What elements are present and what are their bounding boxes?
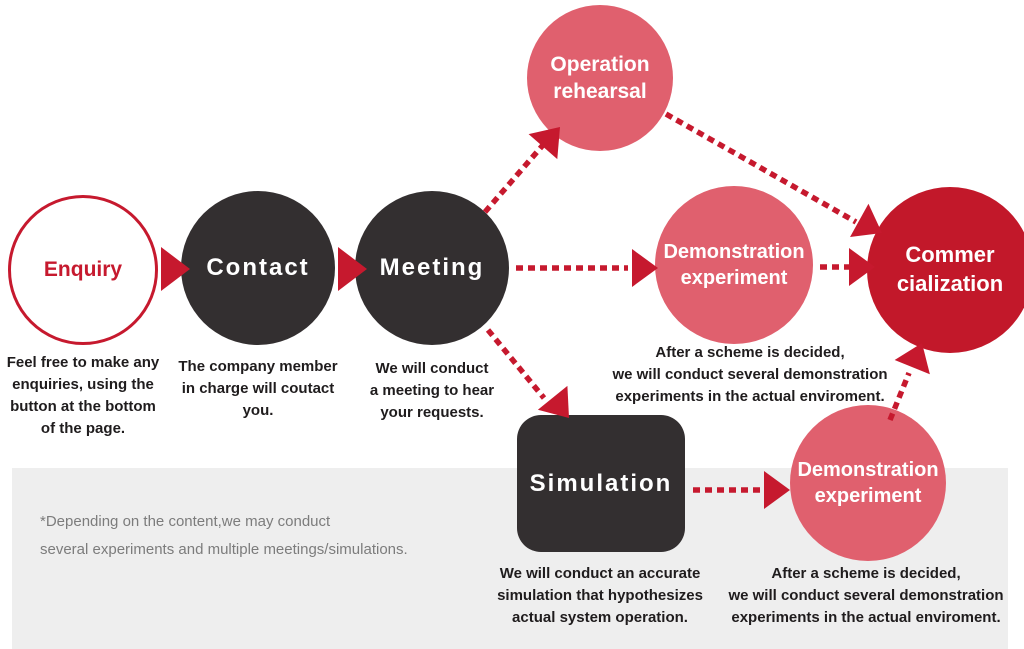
- node-simulation: Simulation: [517, 415, 685, 552]
- node-operation-rehearsal-label: Operation rehearsal: [550, 52, 650, 103]
- node-operation-rehearsal: Operation rehearsal: [527, 5, 673, 151]
- footnote: *Depending on the content,we may conduct…: [40, 513, 408, 558]
- enquiry-description: Feel free to make any enquiries, using t…: [6, 354, 160, 437]
- demonstration-bottom-description: After a scheme is decided, we will condu…: [728, 565, 1004, 626]
- node-enquiry-label: Enquiry: [43, 258, 123, 282]
- node-simulation-label: Simulation: [529, 469, 673, 497]
- node-meeting-label: Meeting: [379, 254, 485, 282]
- node-demonstration-experiment-top-label: Demonstration experiment: [663, 241, 805, 289]
- node-commercialization-label: Commer cialization: [896, 242, 1004, 296]
- node-demonstration-experiment-top: Demonstration experiment: [655, 186, 813, 344]
- contact-description: The company member in charge will coutac…: [178, 358, 338, 419]
- node-demonstration-experiment-bottom-label: Demonstration experiment: [797, 459, 939, 507]
- meeting-description: We will conduct a meeting to hear your r…: [369, 360, 495, 421]
- node-meeting: Meeting: [355, 191, 509, 345]
- simulation-description: We will conduct an accurate simulation t…: [497, 565, 703, 626]
- demonstration-top-description: After a scheme is decided, we will condu…: [612, 344, 888, 405]
- node-contact-label: Contact: [206, 254, 310, 282]
- node-demonstration-experiment-bottom: Demonstration experiment: [790, 405, 946, 561]
- node-commercialization: Commer cialization: [867, 187, 1024, 353]
- node-contact: Contact: [181, 191, 335, 345]
- node-enquiry: Enquiry: [8, 195, 158, 345]
- dashed-line-meeting-to-operation-rehearsal: [482, 143, 546, 214]
